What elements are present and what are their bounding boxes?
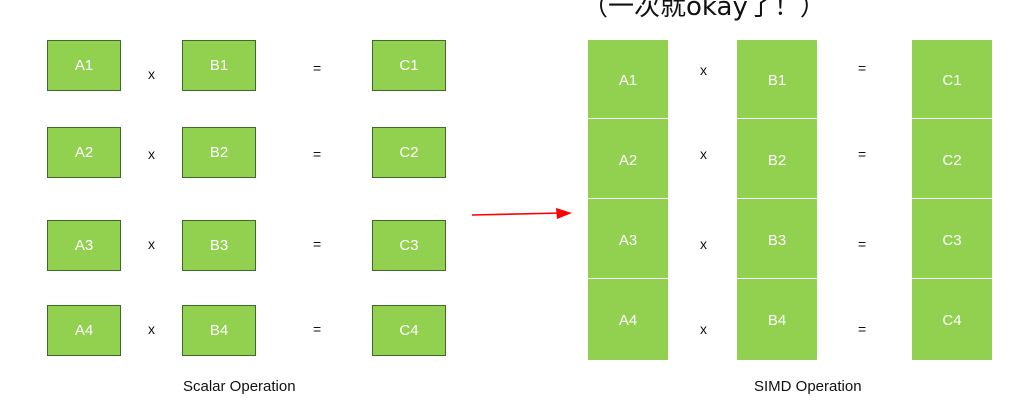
scalar-a1-box: A1 — [47, 40, 121, 91]
scalar-multiply-sign-1: x — [148, 66, 155, 82]
scalar-operation-caption: Scalar Operation — [183, 378, 296, 395]
scalar-c3-box: C3 — [372, 220, 446, 271]
simd-b2-cell: B2 — [737, 120, 817, 200]
simd-a4-cell: A4 — [588, 280, 668, 360]
simd-c-divider — [912, 198, 992, 199]
simd-equals-sign-2: = — [858, 146, 867, 162]
simd-a-divider — [588, 278, 668, 279]
simd-a-divider — [588, 198, 668, 199]
scalar-b3-box: B3 — [182, 220, 256, 271]
simd-operation-caption: SIMD Operation — [754, 378, 862, 395]
simd-equals-sign-1: = — [858, 60, 867, 76]
simd-c2-cell: C2 — [912, 120, 992, 200]
scalar-equals-sign-3: = — [313, 236, 322, 252]
scalar-b2-box: B2 — [182, 127, 256, 178]
scalar-b4-box: B4 — [182, 305, 256, 356]
simd-a2-cell: A2 — [588, 120, 668, 200]
scalar-multiply-sign-4: x — [148, 321, 155, 337]
simd-multiply-sign-1: x — [700, 62, 707, 78]
scalar-a3-box: A3 — [47, 220, 121, 271]
simd-b4-cell: B4 — [737, 280, 817, 360]
scalar-multiply-sign-3: x — [148, 236, 155, 252]
scalar-equals-sign-1: = — [313, 60, 322, 76]
simd-b-divider — [737, 118, 817, 119]
simd-multiply-sign-4: x — [700, 321, 707, 337]
simd-a-divider — [588, 118, 668, 119]
simd-c-divider — [912, 118, 992, 119]
simd-a-vector: A1 A2 A3 A4 — [588, 40, 668, 360]
simd-c-vector: C1 C2 C3 C4 — [912, 40, 992, 360]
simd-multiply-sign-2: x — [700, 146, 707, 162]
scalar-a2-box: A2 — [47, 127, 121, 178]
simd-b-divider — [737, 198, 817, 199]
scalar-c1-box: C1 — [372, 40, 446, 91]
right-arrow-icon — [471, 208, 572, 219]
simd-a1-cell: A1 — [588, 40, 668, 120]
scalar-a4-box: A4 — [47, 305, 121, 356]
simd-c3-cell: C3 — [912, 200, 992, 280]
simd-a3-cell: A3 — [588, 200, 668, 280]
scalar-c4-box: C4 — [372, 305, 446, 356]
scalar-multiply-sign-2: x — [148, 146, 155, 162]
simd-c4-cell: C4 — [912, 280, 992, 360]
simd-equals-sign-3: = — [858, 236, 867, 252]
scalar-b1-box: B1 — [182, 40, 256, 91]
simd-c1-cell: C1 — [912, 40, 992, 120]
scalar-equals-sign-4: = — [313, 321, 322, 337]
simd-b3-cell: B3 — [737, 200, 817, 280]
top-heading-fragment: （一次就okay了！） — [582, 0, 826, 22]
simd-b1-cell: B1 — [737, 40, 817, 120]
simd-c-divider — [912, 278, 992, 279]
scalar-equals-sign-2: = — [313, 146, 322, 162]
simd-b-vector: B1 B2 B3 B4 — [737, 40, 817, 360]
scalar-c2-box: C2 — [372, 127, 446, 178]
simd-equals-sign-4: = — [858, 321, 867, 337]
simd-multiply-sign-3: x — [700, 236, 707, 252]
simd-b-divider — [737, 278, 817, 279]
